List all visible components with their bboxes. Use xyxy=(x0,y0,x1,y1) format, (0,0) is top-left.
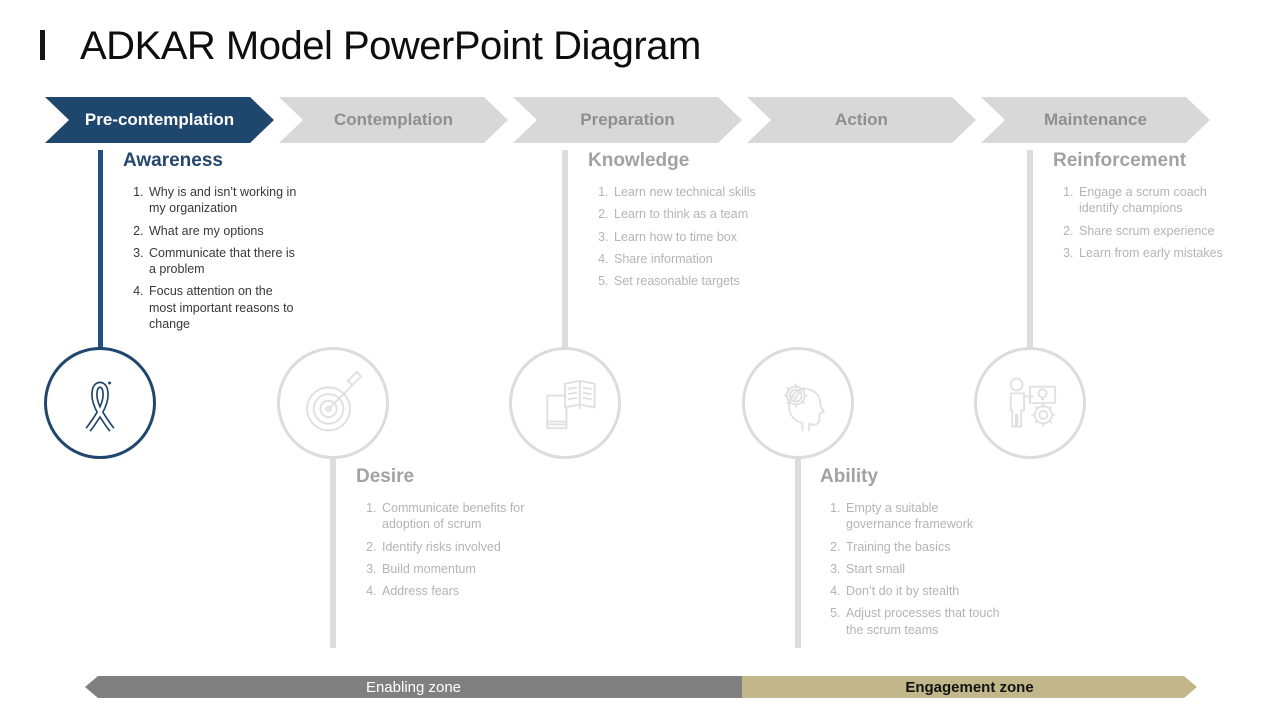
section-title: Awareness xyxy=(123,150,223,171)
node-desire xyxy=(277,347,389,459)
zone-label: Engagement zone xyxy=(905,678,1034,696)
list-item: Share scrum experience xyxy=(1077,223,1228,239)
section-list: Why is and isn’t working in my organizat… xyxy=(123,184,298,332)
zone-label: Enabling zone xyxy=(365,678,462,696)
list-item: Adjust processes that touch the scrum te… xyxy=(844,605,1005,638)
section-title: Knowledge xyxy=(588,150,690,171)
list-item: Identify risks involved xyxy=(380,539,546,555)
list-item: Address fears xyxy=(380,583,546,599)
title-accent-bar xyxy=(40,30,45,60)
node-knowledge xyxy=(509,347,621,459)
list-item: Learn from early mistakes xyxy=(1077,245,1228,261)
section-title: Reinforcement xyxy=(1053,150,1187,171)
connector-awareness xyxy=(98,150,103,348)
awareness-ribbon-icon xyxy=(85,381,115,432)
head-gear-icon xyxy=(783,383,825,432)
list-item: Why is and isn’t working in my organizat… xyxy=(147,184,298,217)
section-list: Engage a scrum coach identify championsS… xyxy=(1053,184,1228,261)
stage-preparation[interactable]: Preparation xyxy=(513,97,742,143)
list-item: What are my options xyxy=(147,223,298,239)
stage-pre-contemplation[interactable]: Pre-contemplation xyxy=(45,97,274,143)
list-item: Set reasonable targets xyxy=(612,273,788,289)
section-list: Learn new technical skillsLearn to think… xyxy=(588,184,788,289)
connector-ability xyxy=(795,458,801,648)
stage-maintenance[interactable]: Maintenance xyxy=(981,97,1210,143)
list-item: Share information xyxy=(612,251,788,267)
section-knowledge: Knowledge Learn new technical skillsLear… xyxy=(588,150,788,295)
node-reinforcement xyxy=(974,347,1086,459)
stage-label: Preparation xyxy=(580,110,675,129)
list-item: Focus attention on the most important re… xyxy=(147,283,298,332)
list-item: Don’t do it by stealth xyxy=(844,583,1005,599)
section-ability: Ability Empty a suitable governance fram… xyxy=(820,466,1005,644)
open-book-icon xyxy=(546,379,596,430)
connector-reinforcement xyxy=(1027,150,1033,348)
section-awareness: Awareness Why is and isn’t working in my… xyxy=(123,150,298,338)
target-dart-icon xyxy=(306,370,363,432)
list-item: Communicate that there is a problem xyxy=(147,245,298,278)
person-gears-icon xyxy=(1009,377,1057,428)
list-item: Engage a scrum coach identify champions xyxy=(1077,184,1228,217)
stage-contemplation[interactable]: Contemplation xyxy=(279,97,508,143)
list-item: Communicate benefits for adoption of scr… xyxy=(380,500,546,533)
section-title: Ability xyxy=(820,466,879,487)
list-item: Empty a suitable governance framework xyxy=(844,500,1005,533)
engagement-zone-bar: Engagement zone xyxy=(742,676,1197,698)
section-list: Empty a suitable governance frameworkTra… xyxy=(820,500,1005,638)
stage-label: Action xyxy=(835,110,888,129)
connector-knowledge xyxy=(562,150,568,348)
list-item: Learn to think as a team xyxy=(612,206,788,222)
stage-chevrons: Pre-contemplation Contemplation Preparat… xyxy=(45,97,1210,143)
list-item: Start small xyxy=(844,561,1005,577)
stage-label: Pre-contemplation xyxy=(84,110,235,129)
section-title: Desire xyxy=(356,466,415,487)
section-reinforcement: Reinforcement Engage a scrum coach ident… xyxy=(1053,150,1228,267)
stage-label: Maintenance xyxy=(1044,110,1147,129)
list-item: Build momentum xyxy=(380,561,546,577)
list-item: Training the basics xyxy=(844,539,1005,555)
list-item: Learn how to time box xyxy=(612,229,788,245)
section-list: Communicate benefits for adoption of scr… xyxy=(356,500,546,599)
node-awareness xyxy=(44,347,156,459)
stage-action[interactable]: Action xyxy=(747,97,976,143)
stage-label: Contemplation xyxy=(334,110,453,129)
node-ability xyxy=(742,347,854,459)
connector-desire xyxy=(330,458,336,648)
enabling-zone-bar: Enabling zone xyxy=(85,676,742,698)
page-title: ADKAR Model PowerPoint Diagram xyxy=(80,24,701,68)
section-desire: Desire Communicate benefits for adoption… xyxy=(356,466,546,605)
list-item: Learn new technical skills xyxy=(612,184,788,200)
